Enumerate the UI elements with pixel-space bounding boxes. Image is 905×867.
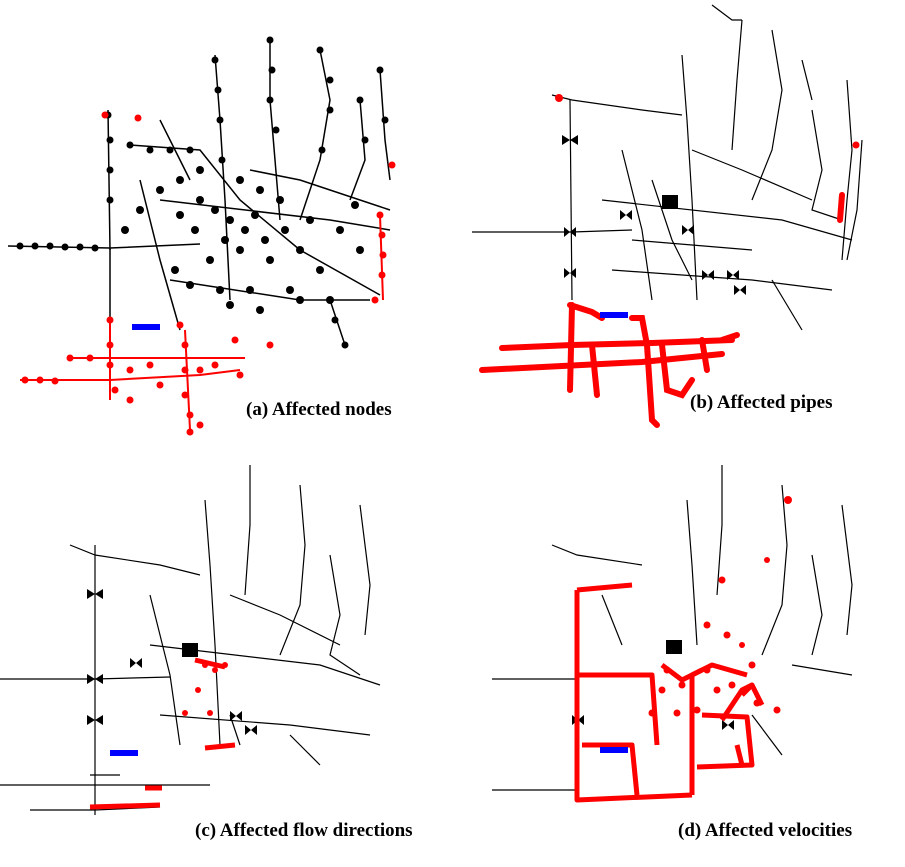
closed-segment xyxy=(600,747,628,753)
network-diagram-velocities xyxy=(492,465,853,803)
affected-velocity-pipes xyxy=(574,582,765,803)
caption-affected-velocities: (d) Affected velocities xyxy=(678,820,853,841)
closed-segment xyxy=(110,750,138,756)
valves xyxy=(562,135,746,295)
network-diagram-pipes xyxy=(472,4,863,428)
affected-flow-pipes xyxy=(89,657,236,810)
caption-affected-nodes: (a) Affected nodes xyxy=(246,399,392,420)
network-diagram-flow xyxy=(0,465,381,815)
network-diagram-nodes xyxy=(7,36,396,436)
closed-segment xyxy=(132,324,160,330)
pipe-network xyxy=(472,4,863,331)
caption-affected-flow-directions: (c) Affected flow directions xyxy=(195,820,413,841)
panel-affected-nodes: (a) Affected nodes xyxy=(0,0,452,440)
pipe-network xyxy=(492,465,853,791)
caption-affected-pipes: (b) Affected pipes xyxy=(690,392,833,413)
panel-affected-velocities: (d) Affected velocities xyxy=(452,445,905,867)
affected-pipes xyxy=(479,192,845,428)
affected-velocity-markers xyxy=(648,496,792,717)
affected-pipe-markers xyxy=(555,94,860,149)
panel-affected-pipes: (b) Affected pipes xyxy=(452,0,905,440)
pipe-network xyxy=(0,465,381,815)
panel-affected-flow-directions: (c) Affected flow directions xyxy=(0,445,452,867)
pipe-network xyxy=(7,40,391,395)
valves xyxy=(87,589,257,735)
affected-flow-markers xyxy=(182,662,228,716)
affected-node-links xyxy=(20,214,384,431)
network-nodes xyxy=(16,36,389,349)
closed-segment xyxy=(600,312,628,318)
